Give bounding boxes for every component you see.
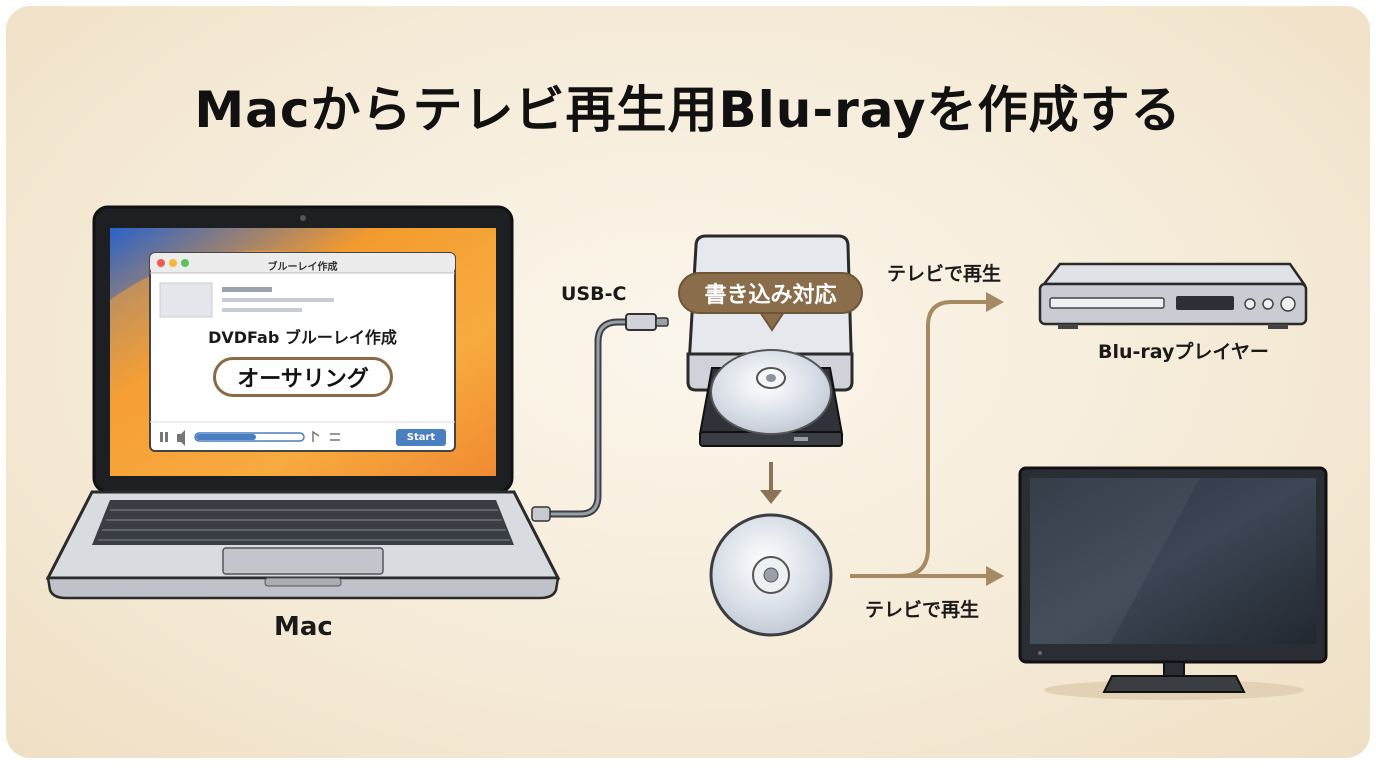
tv-play-label-bottom: テレビで再生 bbox=[865, 599, 980, 621]
arrow-to-tv-icon bbox=[986, 566, 1004, 586]
minimize-dot-icon bbox=[169, 259, 177, 267]
bluray-player-label: Blu-rayプレイヤー bbox=[1098, 341, 1269, 363]
bluray-disc bbox=[709, 462, 833, 637]
share-icon bbox=[312, 430, 320, 442]
down-arrow-icon bbox=[760, 490, 782, 504]
zoom-dot-icon bbox=[181, 259, 189, 267]
page-title: Macからテレビ再生用Blu-rayを作成する bbox=[194, 81, 1182, 139]
playback-arrows bbox=[850, 300, 988, 578]
mac-label: Mac bbox=[274, 612, 333, 642]
volume-icon bbox=[177, 430, 185, 446]
external-bluray-drive bbox=[686, 234, 854, 447]
arrow-to-player-icon bbox=[986, 292, 1004, 312]
write-support-badge: 書き込み対応 bbox=[678, 272, 863, 314]
app-name-label: DVDFab ブルーレイ作成 bbox=[208, 328, 397, 347]
tv-play-label-top: テレビで再生 bbox=[887, 263, 1002, 285]
app-window-title: ブルーレイ作成 bbox=[267, 262, 338, 273]
bluray-player-device bbox=[1038, 262, 1308, 329]
repeat-icon bbox=[330, 433, 340, 441]
authoring-pill: オーサリング bbox=[213, 357, 393, 397]
usb-c-label: USB-C bbox=[561, 283, 627, 305]
television bbox=[1018, 466, 1328, 700]
usb-c-cable bbox=[531, 313, 669, 522]
close-dot-icon bbox=[157, 259, 165, 267]
pause-icon bbox=[160, 432, 163, 442]
start-button[interactable]: Start bbox=[396, 429, 446, 446]
